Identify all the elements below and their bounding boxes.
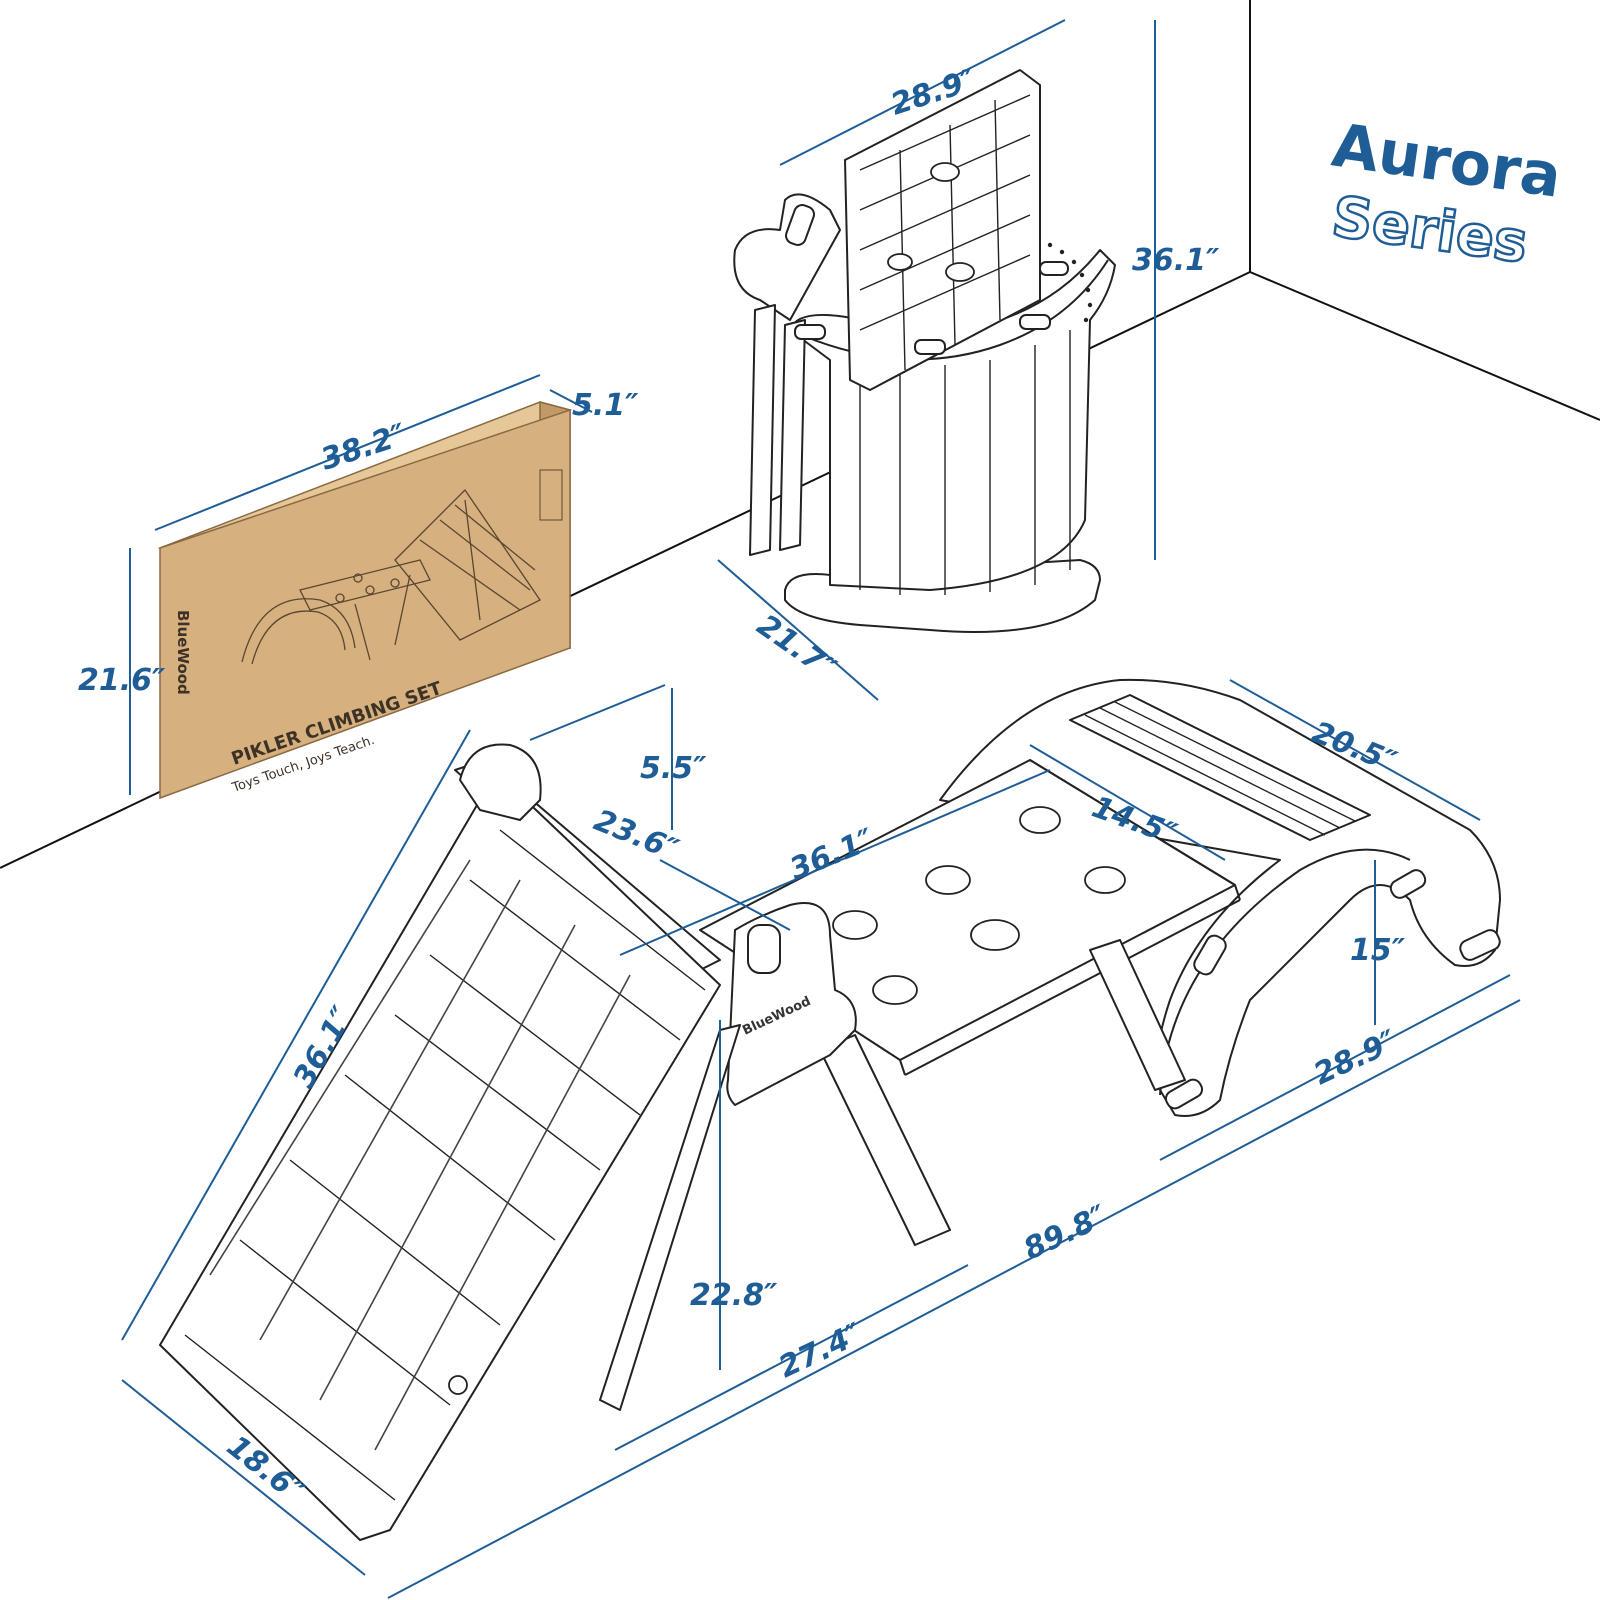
series-logo: Aurora Series	[1327, 111, 1566, 278]
board-hold	[1019, 806, 1061, 834]
dim-line-total-length	[387, 999, 1521, 1599]
stack-rim-handle	[914, 339, 946, 355]
dim-stack-height: 36.1″	[1132, 243, 1220, 278]
box-printed-illustration	[241, 469, 563, 665]
dim-triangle-length: 27.4″	[774, 1316, 869, 1385]
board-edge	[899, 1059, 906, 1076]
board-edge	[904, 899, 1241, 1076]
board-hold	[1084, 866, 1126, 894]
dim-line-ramp-width	[121, 1379, 366, 1576]
dim-box-height: 21.6″	[78, 663, 166, 698]
stack-leg	[749, 304, 776, 556]
dim-arch-length: 28.9″	[1309, 1023, 1404, 1092]
board-edge	[1234, 884, 1241, 901]
dim-line-stack-width	[779, 19, 1066, 166]
board-hold	[925, 865, 971, 895]
board-hold	[832, 910, 878, 940]
dim-line-ramp-length	[121, 729, 471, 1341]
arch-handle	[1389, 869, 1427, 899]
ramp-peg	[448, 1375, 468, 1395]
box-brand-logo: BlueWood	[174, 610, 192, 695]
dim-box-depth: 5.1″	[572, 388, 639, 423]
dim-line-stack-depth	[717, 559, 879, 701]
arch-handle	[1164, 1078, 1204, 1110]
board-holds	[832, 806, 1126, 1005]
triangle-handle-hole	[747, 924, 781, 974]
dim-arch-height: 15″	[1350, 933, 1406, 968]
stack-hold	[930, 162, 960, 182]
board-leg	[819, 1034, 951, 1246]
dim-line-triangle-length	[614, 1264, 969, 1451]
stack-hold	[887, 253, 913, 271]
stack-rim-handle	[794, 324, 826, 340]
stack-rim-handle	[1019, 314, 1051, 330]
stack-hold	[945, 262, 975, 282]
assembled-set-illustration: BlueWood	[159, 678, 1501, 1541]
arch-inner-curve	[1159, 848, 1411, 1096]
dim-line-arch-depth	[1229, 679, 1481, 821]
room-floor-right-edge	[1249, 271, 1600, 421]
dim-line-arch-length	[1159, 974, 1511, 1161]
stack-leg	[779, 319, 806, 551]
dim-line-box-width	[154, 374, 541, 531]
board-hold	[872, 975, 918, 1005]
ramp-top-handle	[459, 743, 542, 821]
dim-line-triangle-depth-a	[529, 684, 666, 741]
stack-handle-board	[733, 193, 841, 321]
ramp-rope-net	[209, 859, 631, 1451]
box-front-face	[159, 408, 571, 800]
board-leg	[1089, 939, 1186, 1091]
board-side-rail	[1029, 759, 1236, 886]
dimension-lines	[121, 19, 1521, 1599]
stack-rim-handle	[1039, 261, 1069, 276]
arch-handle	[1193, 934, 1227, 976]
stack-handle-hole	[785, 204, 815, 246]
arch-slat-lines	[1084, 701, 1356, 836]
stack-drum-slats	[859, 330, 1071, 595]
board-hold	[970, 919, 1020, 951]
stack-ladder-panel	[844, 69, 1041, 391]
dim-line-board-length	[619, 769, 1051, 956]
dim-triangle-height: 22.8″	[690, 1278, 778, 1313]
dim-triangle-depth: 23.6″	[589, 803, 684, 868]
dim-line-triangle-depth-b	[659, 859, 791, 931]
folded-stack-illustration	[733, 69, 1116, 633]
stack-rim-holes	[1047, 242, 1093, 323]
dim-line-board-width	[1029, 744, 1226, 861]
dim-line-box-depth	[549, 389, 593, 413]
dim-hole-spacing: 5.5″	[640, 751, 707, 786]
dim-total-length: 89.8″	[1019, 1198, 1114, 1267]
arch-handle	[1459, 929, 1501, 961]
triangle-leg	[599, 1024, 741, 1411]
